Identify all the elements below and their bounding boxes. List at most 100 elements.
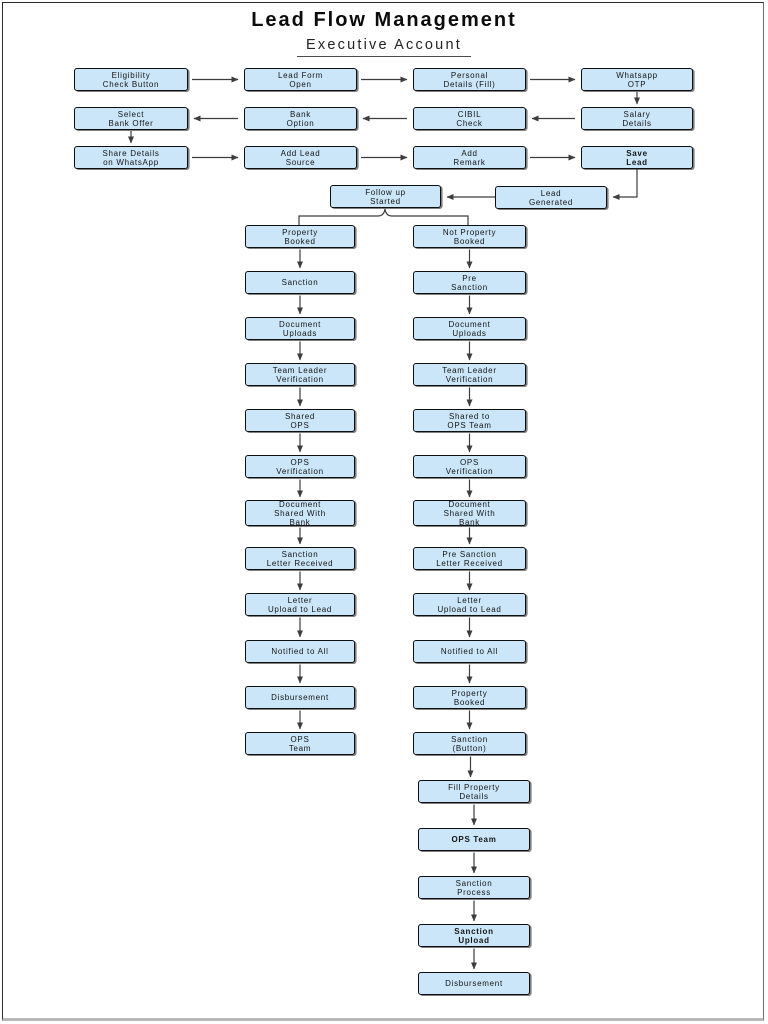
node-label: Lead <box>626 157 648 167</box>
node-label: Notified to All <box>271 647 329 656</box>
node-label: Sanction <box>451 734 488 744</box>
node-label: Lead Form <box>278 70 323 80</box>
node-label: Bank <box>289 109 312 119</box>
node-label: OPS <box>290 734 310 744</box>
node-label: Pre <box>462 273 477 283</box>
node-label: Process <box>457 887 491 897</box>
node-tail-disbursement: Disbursement <box>418 972 530 995</box>
node-label: Sanction <box>455 878 493 888</box>
node-label: Document <box>278 319 322 329</box>
node-label: Add <box>461 148 478 158</box>
node-label: Notified to All <box>440 647 499 656</box>
node-label: OPS <box>290 420 310 430</box>
node-label: Uploads <box>452 328 487 338</box>
node-label: Personal <box>450 70 489 80</box>
node-label: Not Property <box>442 227 497 237</box>
node-label: Letter Received <box>266 558 334 568</box>
node-label: Details <box>622 118 652 128</box>
node-label: Verification <box>445 374 494 384</box>
node-label: Verification <box>276 466 324 476</box>
node-label: Shared to <box>449 411 490 421</box>
node-label: Lead <box>540 188 562 198</box>
node-label: Save <box>626 148 648 158</box>
node-label: Property <box>282 227 318 237</box>
node-label: Pre Sanction <box>442 549 497 559</box>
node-label: Document <box>448 499 491 509</box>
node-label: CIBIL <box>457 109 482 119</box>
node-label: Shared With <box>274 508 326 518</box>
node-label: Team Leader <box>442 365 497 375</box>
node-label: Verification <box>276 374 324 384</box>
node-label: Fill Property <box>448 782 500 792</box>
node-label: Letter <box>457 595 482 605</box>
node-label: Salary <box>623 109 651 119</box>
node-label: Sanction <box>454 926 494 936</box>
node-label: Team <box>288 743 312 753</box>
node-label: Check <box>456 118 483 128</box>
node-label: Disbursement <box>271 693 329 702</box>
node-label: Upload to Lead <box>267 604 333 614</box>
node-label: Letter Received <box>436 558 503 568</box>
node-label: Bank <box>458 517 481 527</box>
node-right-notified-to-all: Notified to All <box>413 640 526 663</box>
node-label: Generated <box>528 197 574 207</box>
node-label: OPS Team <box>451 835 497 844</box>
node-label: Letter <box>287 595 313 605</box>
node-label: Sanction <box>281 549 319 559</box>
node-left-disbursement: Disbursement <box>245 686 355 709</box>
node-label: Property <box>451 688 488 698</box>
node-label: Team Leader <box>272 365 328 375</box>
node-label: Check Button <box>102 79 160 89</box>
node-label: Sanction <box>281 278 319 287</box>
node-label: Follow up <box>365 187 406 197</box>
node-label: Select <box>117 109 145 119</box>
node-label: Sanction <box>451 282 488 292</box>
node-label: Details (Fill) <box>443 79 496 89</box>
node-label: Uploads <box>282 328 318 338</box>
node-label: Bank Offer <box>108 118 154 128</box>
node-label: Details <box>459 791 489 801</box>
node-label: Booked <box>284 236 316 246</box>
page-title: Lead Flow Management <box>251 9 517 31</box>
node-label: Document <box>448 319 491 329</box>
node-tail-ops-team: OPS Team <box>418 828 530 851</box>
node-right-sanction-button: Sanction(Button) <box>413 732 526 755</box>
node-label: on WhatsApp <box>103 157 159 167</box>
node-label: (Button) <box>452 743 487 753</box>
node-label: Remark <box>453 157 486 167</box>
node-label: Booked <box>453 236 486 246</box>
node-label: Started <box>370 196 401 206</box>
node-label: Verification <box>445 466 494 476</box>
node-label: Bank <box>289 517 311 527</box>
